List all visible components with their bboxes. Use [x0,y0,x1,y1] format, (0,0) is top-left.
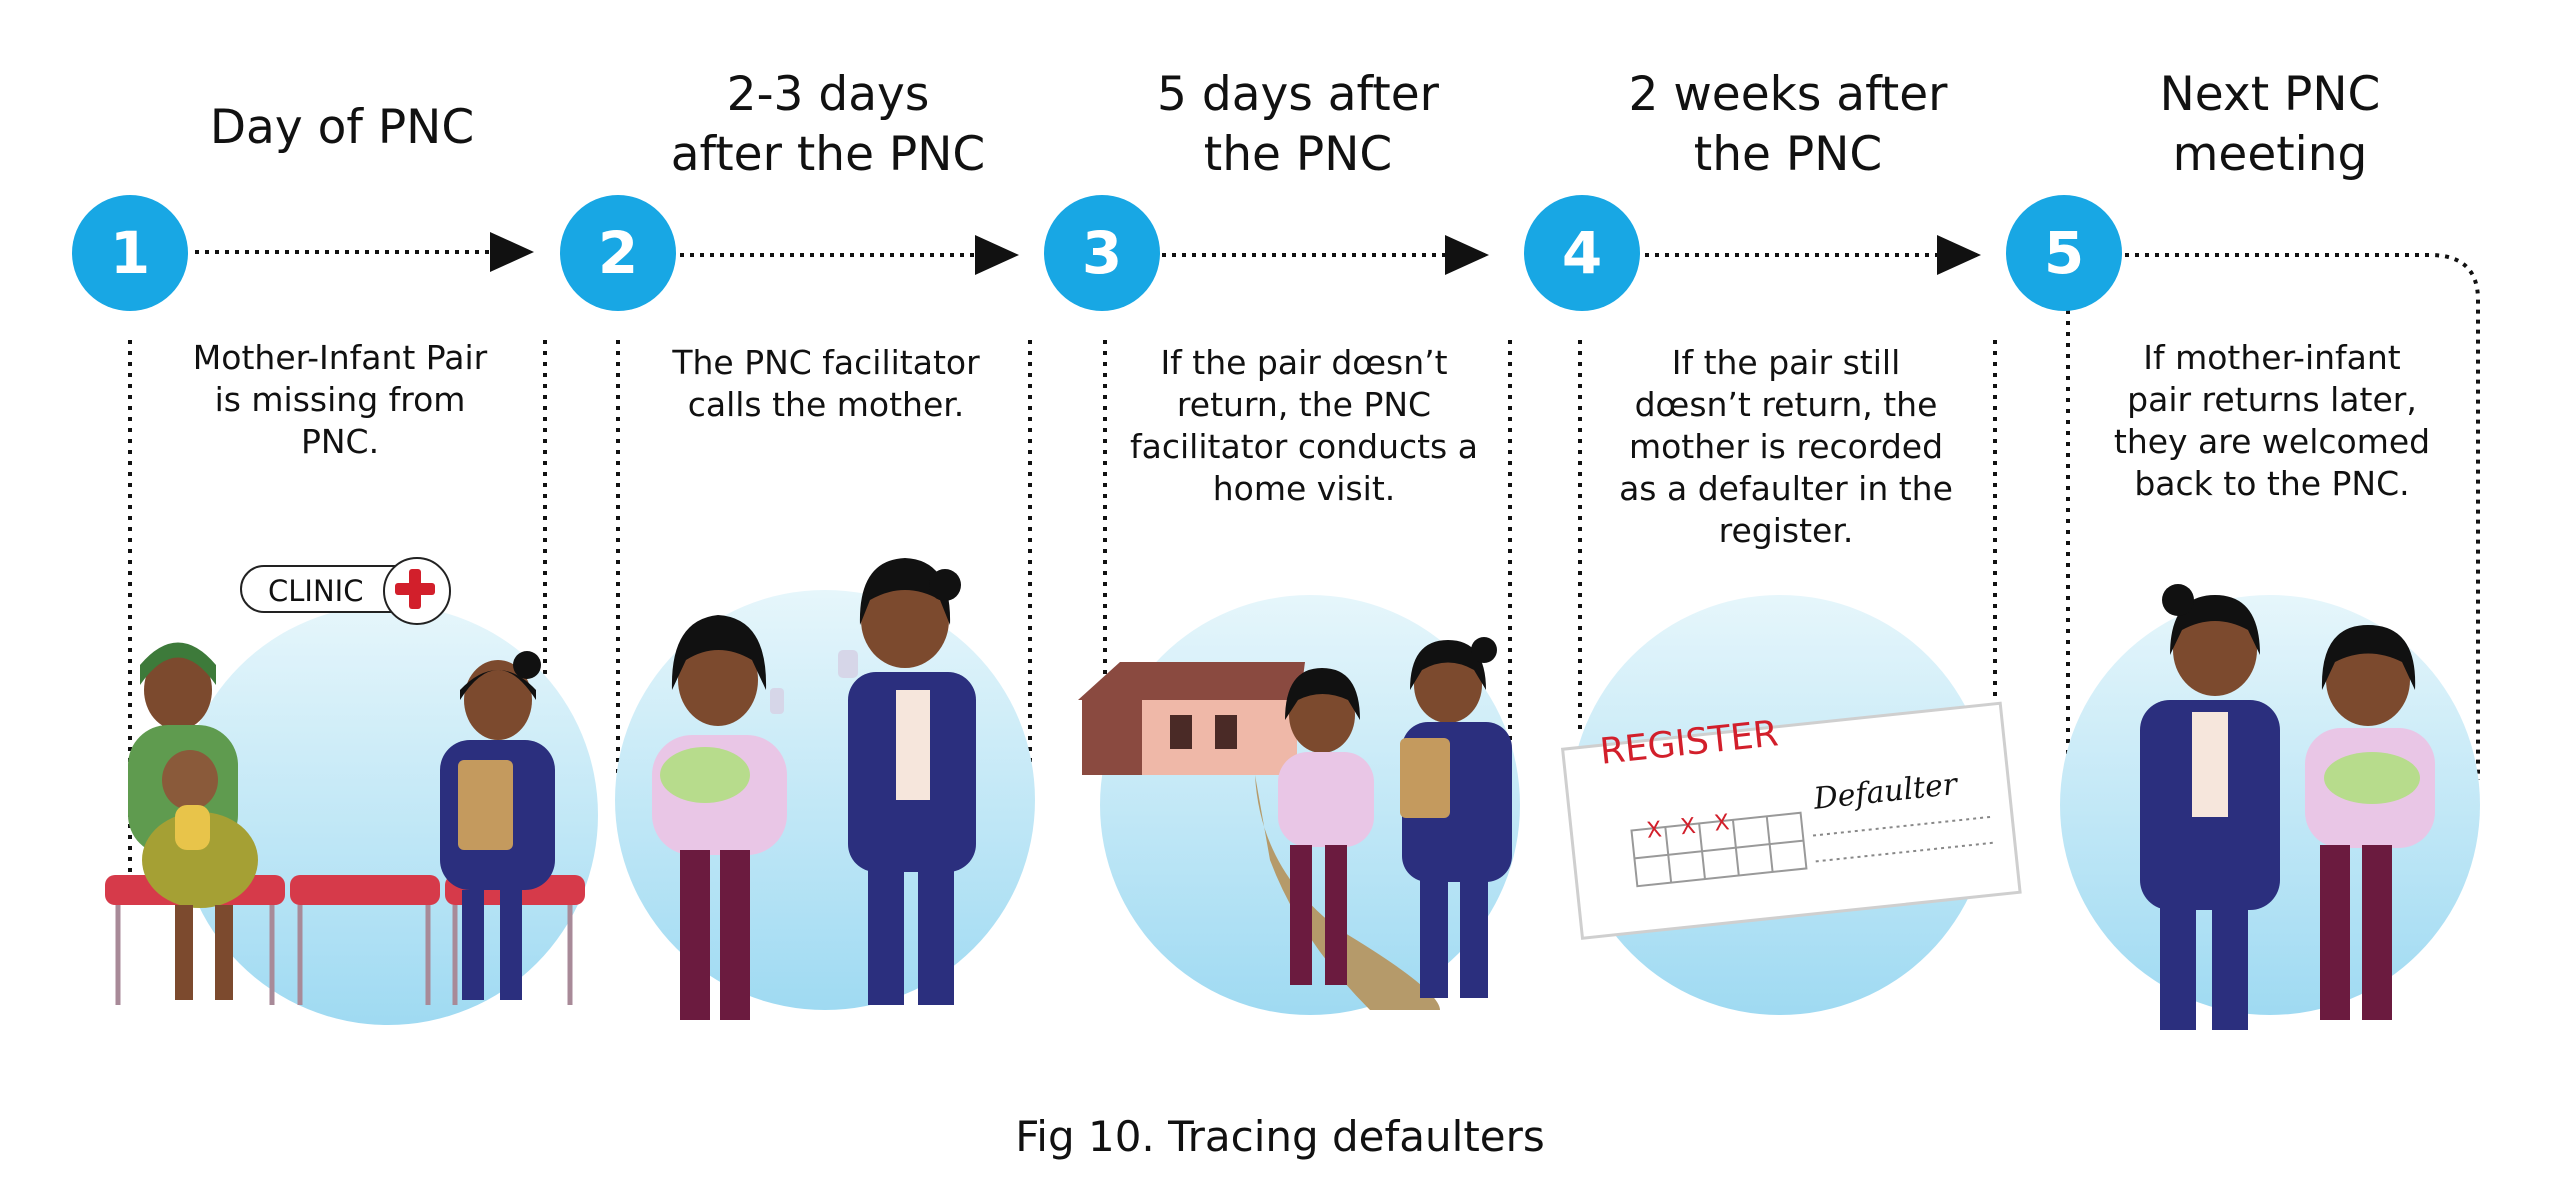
description-line: register. [1718,511,1854,550]
description-line: mother is recorded [1628,427,1944,466]
scene-4-register-card [1560,701,2022,940]
heading-line: 5 days after [1157,67,1439,122]
description-line: If the pair dœsn’t [1160,343,1448,382]
step-1-number: 1 [72,195,188,311]
description-line: If mother-infant [2143,338,2401,377]
heading-line: Next PNC [2159,67,2381,122]
heading-line: Day of PNC [209,100,475,155]
heading-line: after the PNC [670,127,986,182]
description-line: return, the PNC [1176,385,1432,424]
step-1-description: Mother-Infant Pair is missing from PNC. [150,337,530,463]
scene-5-welcome-back [2140,584,2435,1030]
register-mark: X [1645,817,1664,844]
description-line: If the pair still [1671,343,1901,382]
step-4-number: 4 [1524,195,1640,311]
description-line: dœsn’t return, the [1634,385,1938,424]
step-2-description: The PNC facilitator calls the mother. [636,342,1016,426]
step-3-description: If the pair dœsn’t return, the PNC facil… [1114,342,1494,510]
step-5-description: If mother-infant pair returns later, the… [2082,337,2462,505]
heading-line: 2-3 days [726,67,930,122]
register-mark: X [1679,813,1697,841]
step-5-number: 5 [2006,195,2122,311]
step-2-heading: 2-3 days after the PNC [618,65,1038,185]
step-2-number: 2 [560,195,676,311]
step-4-heading: 2 weeks after the PNC [1578,65,1998,185]
description-line: as a defaulter in the [1619,469,1953,508]
panel-dividers [128,310,2070,880]
description-line: they are welcomed [2113,422,2431,461]
step-3-number: 3 [1044,195,1160,311]
heading-line: 2 weeks after [1628,67,1948,122]
description-line: pair returns later, [2127,380,2417,419]
scene-3-home-visit [1078,637,1512,1010]
step-1-heading: Day of PNC [132,98,552,158]
red-cross-icon [383,557,451,625]
heading-line: the PNC [1693,127,1883,182]
heading-line: the PNC [1203,127,1393,182]
description-line: The PNC facilitator [672,343,980,382]
step-3-heading: 5 days after the PNC [1088,65,1508,185]
arrow-5-tail [2125,253,2480,780]
step-4-description: If the pair still dœsn’t return, the mot… [1596,342,1976,552]
clinic-sign-text: CLINIC [268,574,364,608]
description-line: home visit. [1212,469,1396,508]
description-line: calls the mother. [687,385,965,424]
description-line: facilitator conducts a [1130,427,1478,466]
description-line: is missing from [214,380,466,419]
scene-1-waiting-room [105,642,585,1005]
description-line: Mother-Infant Pair [192,338,488,377]
scene-2-phone-call [652,558,976,1020]
heading-line: meeting [2172,127,2368,182]
description-line: PNC. [300,422,380,461]
register-mark: X [1713,810,1731,837]
description-line: back to the PNC. [2134,464,2410,503]
step-5-heading: Next PNC meeting [2060,65,2480,185]
figure-caption: Fig 10. Tracing defaulters [1015,1112,1545,1161]
